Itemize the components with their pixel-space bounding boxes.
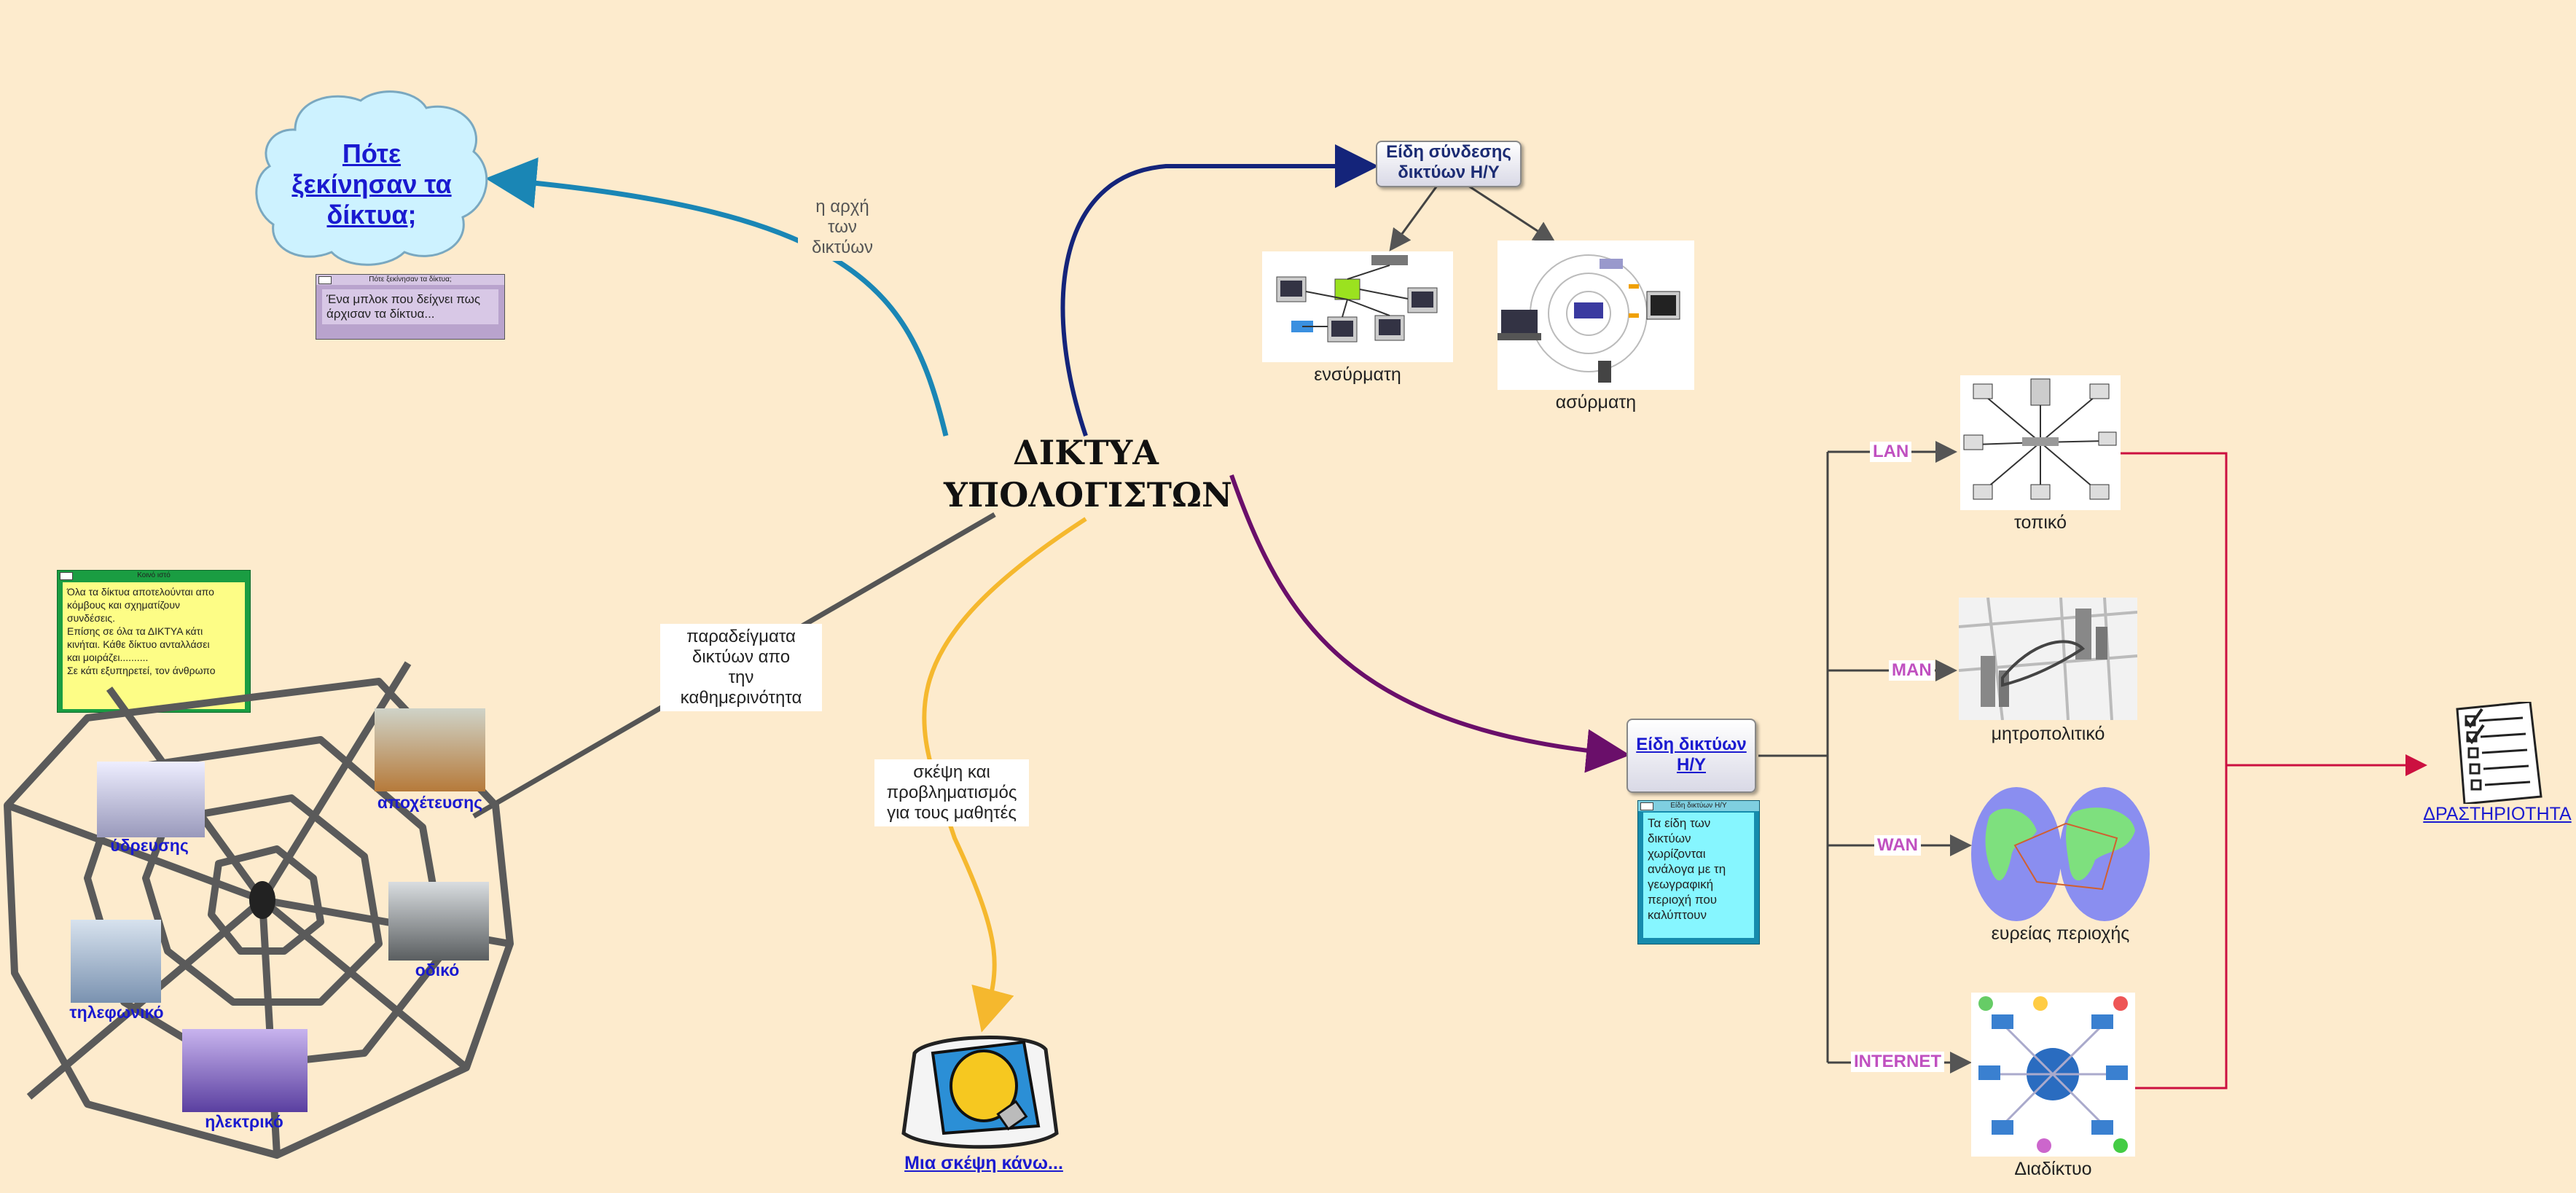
types-note-body: Τα είδη των δικτύων χωρίζονται ανάλογα μ… — [1643, 813, 1754, 938]
types-note-line2: δικτύων — [1648, 832, 1691, 845]
examples-note-line7: Σε κάτι εξυπηρετεί, τον άνθρωπο — [67, 665, 216, 676]
lan-caption: τοπικό — [2014, 512, 2067, 533]
history-cloud-link[interactable]: Πότε ξεκίνησαν τα δίκτυα; — [262, 138, 481, 230]
internet-label: INTERNET — [1851, 1052, 1944, 1072]
electric-label[interactable]: ηλεκτρικό — [205, 1112, 283, 1131]
examples-note-line1: Όλα τα δίκτυα αποτελούνται απο — [67, 586, 214, 598]
history-edge-label: η αρχή των δικτύων — [798, 194, 887, 261]
man-map-icon[interactable] — [1959, 598, 2137, 720]
history-cloud-line1[interactable]: Πότε — [342, 138, 402, 168]
history-note-line1: Ένα μπλοκ που δείχνει πως — [326, 292, 481, 306]
activity-link[interactable]: ΔΡΑΣΤΗΡΙΟΤΗΤΑ — [2423, 804, 2572, 824]
history-note-bar: Πότε ξεκίνησαν τα δίκτυα; — [316, 275, 504, 285]
electric-image[interactable] — [182, 1029, 308, 1112]
history-cloud-line2[interactable]: ξεκίνησαν τα — [291, 169, 452, 199]
thinking-edge-line2: προβληματισμός — [886, 783, 1017, 802]
thinking-edge-label: σκέψη και προβληματισμός για τους μαθητέ… — [874, 759, 1029, 826]
checklist-icon[interactable] — [2450, 702, 2547, 804]
lan-label: LAN — [1870, 442, 1912, 462]
history-note-title: Πότε ξεκίνησαν τα δίκτυα; — [369, 275, 452, 283]
examples-edge-line2: δικτύων απο — [692, 647, 791, 667]
wan-world-map-icon[interactable] — [1971, 787, 2150, 922]
types-note-line5: γεωγραφική — [1648, 877, 1714, 891]
thinking-edge-line1: σκέψη και — [913, 762, 990, 782]
wired-network-icon — [1262, 251, 1453, 362]
wireless-branch — [1468, 184, 1557, 243]
wired-caption: ενσύρματη — [1314, 364, 1401, 385]
activity-lines — [2119, 452, 2423, 1090]
types-node-line2[interactable]: Η/Υ — [1676, 755, 1706, 775]
lan-diagram-icon[interactable] — [1960, 375, 2121, 510]
types-note-line3: χωρίζονται — [1648, 847, 1706, 861]
wireless-caption: ασύρματη — [1555, 392, 1637, 412]
wired-branch — [1389, 185, 1438, 251]
central-title-line1: ΔΙΚΤΥΑ — [1013, 433, 1159, 472]
types-note-line7: καλύπτουν — [1648, 908, 1707, 922]
types-arrow — [1229, 474, 1630, 773]
wireless-network-icon — [1498, 240, 1694, 390]
history-edge-line1: η αρχή — [815, 197, 869, 216]
examples-note-body: Όλα τα δίκτυα αποτελούνται απο κόμβους κ… — [63, 582, 245, 709]
road-label[interactable]: οδικό — [415, 961, 460, 979]
sewage-label[interactable]: αποχέτευσης — [377, 793, 483, 812]
examples-note[interactable]: Κοινό ιστό Όλα τα δίκτυα αποτελούνται απ… — [57, 570, 251, 713]
examples-note-line6: και μοιράζει.......... — [67, 652, 149, 663]
examples-edge-line1: παραδείγματα — [686, 627, 796, 646]
types-tree-trunk — [1758, 452, 1829, 1063]
network-types-node[interactable]: Είδη δικτύων Η/Υ — [1626, 719, 1756, 793]
central-title-line2: ΥΠΟΛΟΓΙΣΤΩΝ — [944, 475, 1233, 515]
wan-label: WAN — [1874, 835, 1921, 856]
types-note-line4: ανάλογα με τη — [1648, 862, 1726, 876]
history-edge-line2: των — [828, 217, 857, 237]
examples-note-bar: Κοινό ιστό — [58, 571, 250, 581]
examples-note-line2: κόμβους και σχηματίζουν — [67, 599, 180, 611]
connection-node-line1: Είδη σύνδεσης — [1386, 142, 1511, 162]
central-topic: ΔΙΚΤΥΑ ΥΠΟΛΟΓΙΣΤΩΝ — [944, 431, 1233, 516]
types-note-bar: Είδη δικτύων Η/Υ — [1638, 801, 1759, 811]
man-caption: μητροπολιτικό — [1991, 724, 2105, 744]
history-cloud-line3[interactable]: δίκτυα; — [326, 200, 417, 230]
thinking-link[interactable]: Μια σκέψη κάνω... — [904, 1153, 1063, 1173]
examples-note-line3: συνδέσεις. — [67, 612, 115, 624]
connection-types-node[interactable]: Είδη σύνδεσης δικτύων Η/Υ — [1376, 141, 1522, 187]
water-image[interactable] — [97, 762, 205, 837]
phone-image[interactable] — [71, 920, 161, 1003]
history-note[interactable]: Πότε ξεκίνησαν τα δίκτυα; Ένα μπλοκ που … — [316, 274, 505, 340]
man-label: MAN — [1889, 660, 1935, 681]
sewage-image[interactable] — [375, 708, 485, 791]
examples-note-line4: Επίσης σε όλα τα ΔΙΚΤΥΑ κάτι — [67, 625, 203, 637]
phone-label[interactable]: τηλεφωνικό — [69, 1003, 164, 1022]
lightbulb-icon[interactable] — [900, 1031, 1064, 1151]
water-label[interactable]: ύδρευσης — [110, 836, 189, 855]
examples-edge-label: παραδείγματα δικτύων απο την καθημερινότ… — [660, 624, 822, 711]
history-note-line2: άρχισαν τα δίκτυα... — [326, 307, 435, 321]
history-edge-line3: δικτύων — [811, 238, 874, 257]
history-note-body: Ένα μπλοκ που δείχνει πως άρχισαν τα δίκ… — [322, 289, 498, 324]
road-image[interactable] — [388, 882, 489, 961]
types-node-line1[interactable]: Είδη δικτύων — [1636, 735, 1747, 754]
examples-edge-line4: καθημερινότητα — [680, 688, 802, 708]
examples-note-line5: κινήται. Κάθε δίκτυο ανταλλάσει — [67, 638, 210, 650]
history-arrow — [485, 157, 949, 437]
examples-note-title: Κοινό ιστό — [137, 571, 171, 579]
connection-node-line2: δικτύων Η/Υ — [1398, 163, 1500, 182]
types-note-title: Είδη δικτύων Η/Υ — [1670, 802, 1727, 810]
types-note-line6: περιοχή που — [1648, 893, 1718, 907]
examples-edge-line3: την — [728, 668, 754, 687]
internet-caption: Διαδίκτυο — [2014, 1159, 2092, 1179]
note-window-buttons[interactable] — [1640, 802, 1653, 810]
types-note[interactable]: Είδη δικτύων Η/Υ Τα είδη των δικτύων χωρ… — [1637, 800, 1760, 944]
types-note-line1: Τα είδη των — [1648, 816, 1711, 830]
note-window-buttons[interactable] — [318, 276, 332, 284]
wan-caption: ευρείας περιοχής — [1991, 923, 2130, 944]
note-window-buttons[interactable] — [60, 572, 73, 580]
connection-arrow — [1060, 144, 1379, 437]
thinking-edge-line3: για τους μαθητές — [887, 803, 1017, 823]
internet-globe-icon[interactable] — [1971, 993, 2135, 1157]
cloud-shape — [255, 90, 488, 266]
